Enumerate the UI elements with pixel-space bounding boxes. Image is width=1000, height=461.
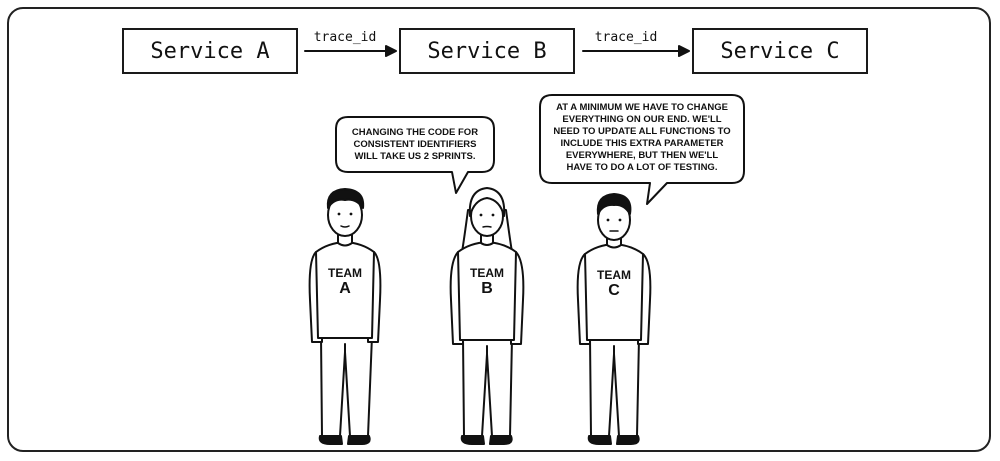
shirt-label-team-b: TEAM B (457, 266, 517, 298)
arrow-label-b-c: trace_id (594, 30, 658, 45)
shirt-letter-b: B (481, 280, 493, 297)
shirt-word-a: TEAM (328, 266, 362, 280)
service-b-box: Service B (399, 28, 575, 74)
service-a-box: Service A (122, 28, 298, 74)
speech-text-team-c: AT A MINIMUM WE HAVE TO CHANGE EVERYTHIN… (553, 102, 731, 173)
shirt-word-b: TEAM (470, 266, 504, 280)
shirt-letter-c: C (608, 282, 620, 299)
arrow-b-to-c (582, 45, 690, 57)
shirt-label-team-c: TEAM C (584, 268, 644, 300)
speech-bubble-team-b (335, 116, 495, 194)
speech-text-team-b: CHANGING THE CODE FOR CONSISTENT IDENTIF… (351, 127, 479, 162)
shirt-letter-a: A (339, 280, 351, 297)
arrow-a-to-b (304, 45, 397, 57)
person-team-a (308, 188, 382, 445)
service-c-box: Service C (692, 28, 868, 74)
shirt-label-team-a: TEAM A (315, 266, 375, 298)
speech-bubble-team-c (539, 94, 745, 205)
person-team-b (449, 187, 525, 445)
person-team-c (576, 193, 652, 445)
shirt-word-c: TEAM (597, 268, 631, 282)
arrow-label-a-b: trace_id (313, 30, 377, 45)
